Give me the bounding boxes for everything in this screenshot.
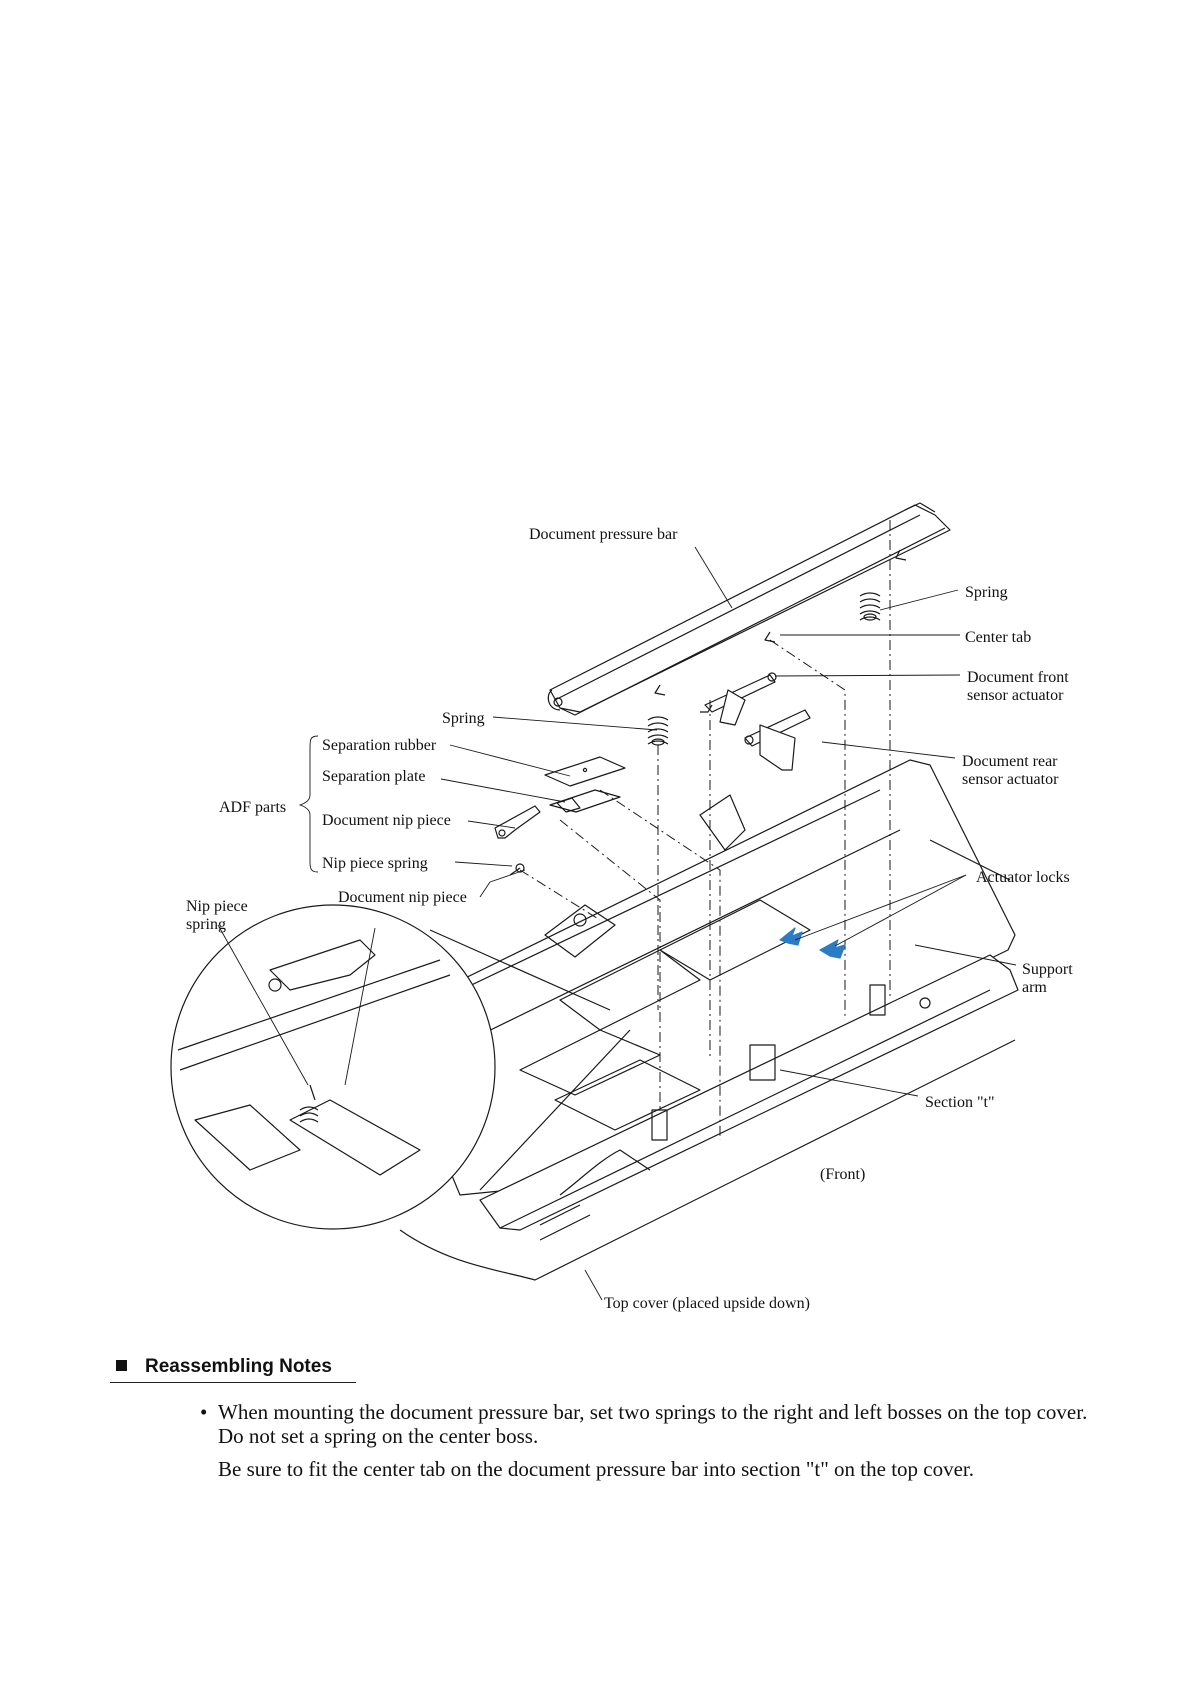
- label-nip-piece-spring: Nip piece spring: [322, 855, 428, 872]
- document-rear-sensor-actuator-part: [744, 709, 811, 771]
- label-document-nip-piece-detail: Document nip piece: [338, 889, 467, 906]
- document-nip-piece-part: [494, 805, 541, 839]
- nip-piece-spring-part: [509, 863, 525, 876]
- label-actuator-locks: Actuator locks: [976, 869, 1070, 886]
- reassembling-notes: • When mounting the document pressure ba…: [200, 1400, 1100, 1481]
- spring-right-part: [859, 592, 881, 621]
- separation-rubber-part: [544, 756, 626, 787]
- label-spring-left: Spring: [442, 710, 485, 727]
- label-separation-rubber: Separation rubber: [322, 737, 437, 754]
- list-item: • When mounting the document pressure ba…: [200, 1400, 1100, 1448]
- label-support-arm: Support arm: [1022, 961, 1073, 996]
- label-top-cover: Top cover (placed upside down): [604, 1295, 810, 1312]
- spring-left-part: [647, 716, 669, 746]
- bullet-icon: •: [200, 1400, 208, 1424]
- separation-plate-part: [549, 789, 621, 813]
- label-center-tab: Center tab: [965, 629, 1032, 646]
- document-front-sensor-actuator-part: [700, 672, 777, 726]
- actuator-lock-arrows: [779, 927, 846, 959]
- label-document-rear-sensor-actuator: Document rear sensor actuator: [962, 753, 1059, 788]
- label-document-front-sensor-actuator: Document front sensor actuator: [967, 669, 1069, 704]
- section-heading-text: Reassembling Notes: [145, 1356, 332, 1377]
- label-spring-top: Spring: [965, 584, 1008, 601]
- label-nip-piece-spring-detail: Nip piece spring: [186, 898, 248, 933]
- heading-square-icon: [116, 1360, 127, 1371]
- label-front: (Front): [820, 1166, 866, 1183]
- note-text-1: When mounting the document pressure bar,…: [218, 1400, 1088, 1448]
- note-text-2: Be sure to fit the center tab on the doc…: [218, 1457, 975, 1481]
- label-section-t: Section "t": [925, 1094, 995, 1111]
- label-adf-parts: ADF parts: [219, 799, 287, 816]
- label-document-pressure-bar: Document pressure bar: [529, 526, 678, 543]
- label-document-nip-piece: Document nip piece: [322, 812, 451, 829]
- assembly-guide-lines: [519, 520, 891, 1140]
- leader-lines: [217, 546, 1017, 1301]
- section-heading: Reassembling Notes: [110, 1356, 356, 1383]
- label-separation-plate: Separation plate: [322, 768, 426, 785]
- document-pressure-bar-part: [547, 502, 951, 716]
- top-cover-body: [399, 759, 1019, 1281]
